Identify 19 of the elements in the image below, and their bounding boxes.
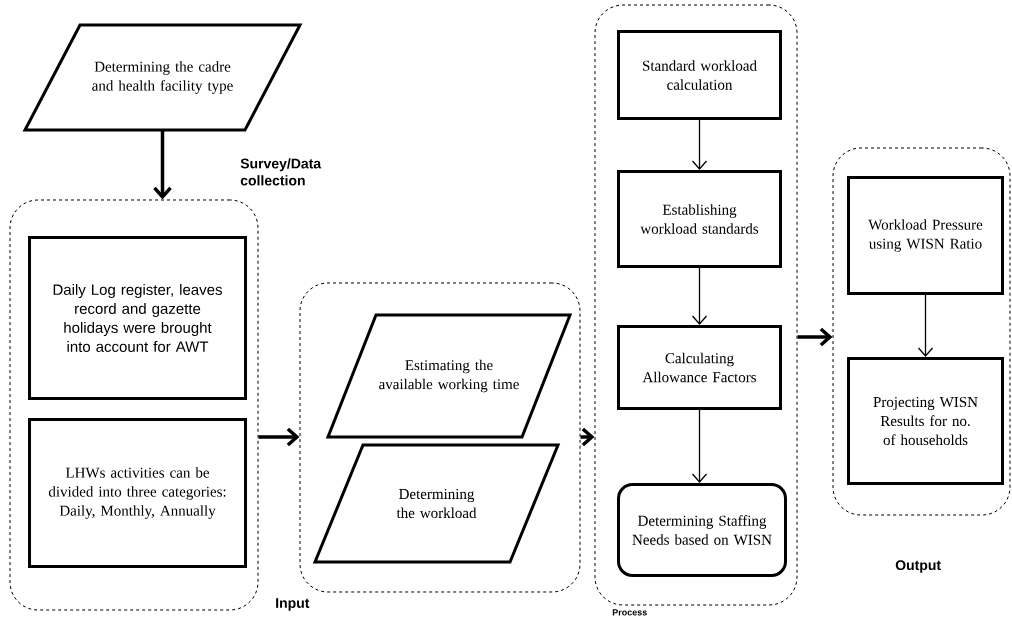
node-label: Process	[612, 609, 647, 616]
process-box: Workload Pressure using WISN Ratio	[847, 176, 1004, 295]
process-box: Calculating Allowance Factors	[617, 325, 782, 410]
arrow	[691, 409, 708, 483]
process-box: Establishing workload standards	[617, 170, 782, 268]
arrow	[258, 427, 300, 447]
process-box: Projecting WISN Results for no. of households	[847, 357, 1004, 485]
rounded-box: Determining Staffing Needs based on WISN	[617, 483, 787, 577]
node-label: Input	[276, 598, 310, 611]
arrow	[153, 130, 172, 200]
node-label: Output	[895, 560, 941, 573]
process-box: Daily Log register, leaves record and gazette holidays were brought into account for AWT	[28, 236, 247, 400]
arrow	[917, 294, 934, 357]
process-box: Standard workload calculation	[617, 30, 782, 120]
arrow	[691, 119, 708, 170]
process-box: LHWs activities can be divided into three categories: Daily, Monthly, Annually	[28, 418, 247, 568]
arrow	[691, 267, 708, 325]
arrow	[797, 327, 833, 347]
node-label: Survey/Data collection	[240, 158, 322, 186]
